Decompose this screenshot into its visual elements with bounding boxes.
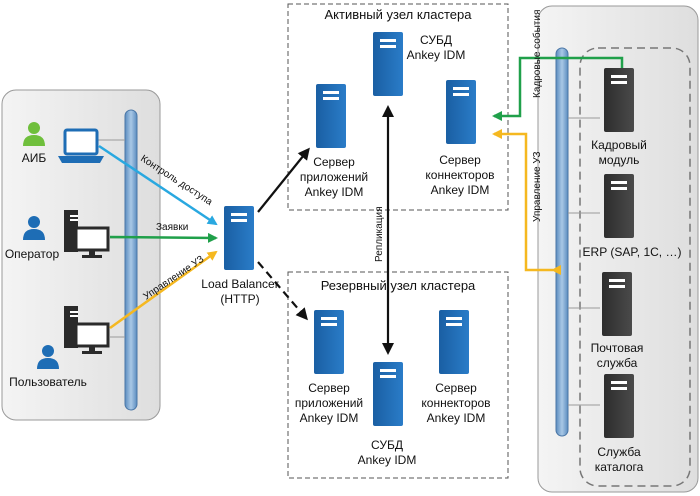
user-person-icon	[37, 345, 59, 369]
hr-events-arrow	[492, 56, 624, 121]
reserve-connector-label-1: Сервер	[435, 381, 477, 395]
account-mgmt-right-label: Управление УЗ	[532, 151, 543, 222]
systems-bus-ticks	[568, 117, 600, 406]
mail-label-1: Почтовая	[591, 341, 644, 355]
requests-label: Заявки	[156, 222, 188, 233]
mail-label-2: служба	[597, 356, 638, 370]
load-balancer-label-1: Load Balancer	[201, 277, 278, 291]
user-label: Пользователь	[9, 375, 87, 389]
laptop-icon	[58, 128, 104, 163]
reserve-app-label-2: приложений	[295, 396, 363, 410]
aib-person-icon	[23, 122, 45, 146]
replication-label: Репликация	[374, 206, 385, 262]
active-dbms-server-icon	[373, 32, 403, 96]
active-app-server-icon	[316, 84, 346, 148]
reserve-connector-label-2: коннекторов	[421, 396, 490, 410]
load-balancer-server-icon	[224, 206, 254, 270]
active-cluster-box	[287, 3, 509, 211]
user-workstation-icon	[64, 306, 110, 354]
users-bus	[124, 109, 138, 411]
reserve-connector-label-3: Ankey IDM	[427, 411, 486, 425]
aib-label: АИБ	[22, 151, 47, 165]
active-app-label-2: приложений	[300, 170, 368, 184]
catalog-label-2: каталога	[595, 460, 644, 474]
hr-module-label-1: Кадровый	[591, 138, 647, 152]
reserve-dbms-label-2: Ankey IDM	[358, 453, 417, 467]
hr-events-label: Кадровые события	[531, 10, 543, 98]
active-dbms-label-2: Ankey IDM	[407, 48, 466, 62]
active-dbms-label-1: СУБД	[420, 33, 452, 47]
systems-bus	[555, 47, 569, 437]
operator-person-icon	[23, 216, 45, 240]
active-connector-label-2: коннекторов	[425, 168, 494, 182]
erp-server-icon	[604, 174, 634, 238]
reserve-app-label-3: Ankey IDM	[300, 411, 359, 425]
load-balancer-label-2: (HTTP)	[220, 292, 259, 306]
active-app-label-3: Ankey IDM	[305, 185, 364, 199]
reserve-cluster-title: Резервный узел кластера	[321, 278, 476, 293]
reserve-dbms-label-1: СУБД	[371, 438, 403, 452]
reserve-connector-server-icon	[439, 310, 469, 374]
active-connector-server-icon	[446, 80, 476, 144]
reserve-cluster-box	[287, 271, 509, 479]
erp-label: ERP (SAP, 1С, …)	[583, 245, 682, 259]
catalog-label-1: Служба	[597, 445, 641, 459]
account-mgmt-right-arrow	[492, 129, 561, 275]
active-app-label-1: Сервер	[313, 155, 355, 169]
requests-arrow	[109, 232, 218, 243]
active-connector-label-3: Ankey IDM	[431, 183, 490, 197]
reserve-app-label-1: Сервер	[308, 381, 350, 395]
reserve-dbms-server-icon	[373, 362, 403, 426]
active-cluster-title: Активный узел кластера	[325, 7, 473, 22]
hr-module-server-icon	[604, 68, 634, 132]
active-connector-label-1: Сервер	[439, 153, 481, 167]
operator-workstation-icon	[64, 210, 110, 258]
operator-label: Оператор	[5, 247, 60, 261]
hr-module-label-2: модуль	[599, 153, 640, 167]
account-mgmt-left-arrow	[109, 250, 218, 330]
catalog-server-icon	[604, 374, 634, 438]
mail-server-icon	[602, 272, 632, 336]
lb-to-active-app-arrow	[257, 147, 310, 213]
systems-group	[579, 47, 691, 487]
access-control-arrow	[98, 144, 218, 226]
reserve-app-server-icon	[314, 310, 344, 374]
